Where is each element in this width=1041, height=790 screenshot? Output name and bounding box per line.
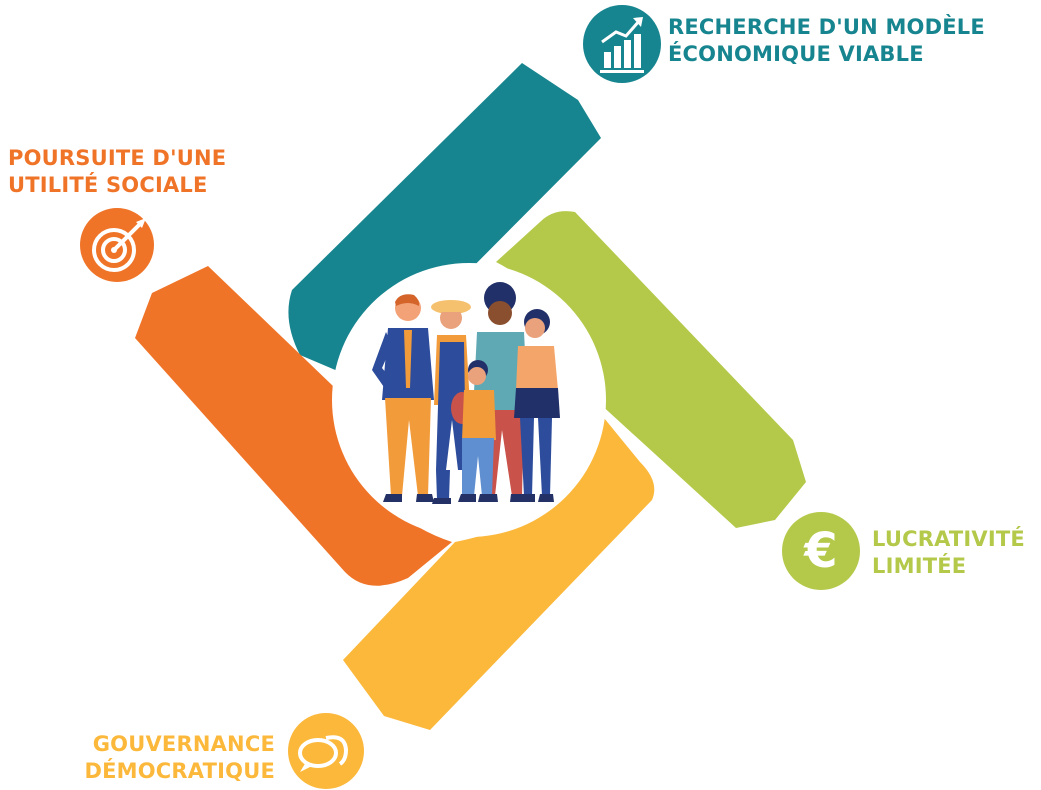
person-man-left xyxy=(372,294,434,502)
label-line: POURSUITE D'UNE xyxy=(8,146,227,170)
label-limited-profit: LUCRATIVITÉ LIMITÉE xyxy=(872,526,1025,580)
person-child xyxy=(451,360,496,502)
label-democratic-governance: GOUVERNANCE DÉMOCRATIQUE xyxy=(65,731,275,785)
arm-orange xyxy=(135,266,452,586)
bar-chart-growth-icon xyxy=(583,5,661,83)
label-line: ÉCONOMIQUE VIABLE xyxy=(668,42,924,66)
arm-green xyxy=(496,211,806,528)
label-social-utility: POURSUITE D'UNE UTILITÉ SOCIALE xyxy=(8,145,226,199)
label-economic-model: RECHERCHE D'UN MODÈLE ÉCONOMIQUE VIABLE xyxy=(668,14,985,68)
label-line: LIMITÉE xyxy=(872,554,967,578)
person-woman-right xyxy=(514,309,560,502)
euro-icon: € xyxy=(782,512,860,590)
svg-text:€: € xyxy=(803,523,837,579)
speech-bubbles-icon xyxy=(288,713,364,789)
group-of-people-illustration xyxy=(372,282,560,504)
arm-teal xyxy=(288,63,601,372)
label-line: RECHERCHE D'UN MODÈLE xyxy=(668,15,985,39)
label-line: GOUVERNANCE xyxy=(92,732,275,756)
label-line: DÉMOCRATIQUE xyxy=(84,759,275,783)
target-arrow-icon xyxy=(80,208,154,282)
label-line: UTILITÉ SOCIALE xyxy=(8,173,208,197)
person-woman-hat xyxy=(431,300,471,504)
arm-yellow xyxy=(343,418,655,730)
label-line: LUCRATIVITÉ xyxy=(872,527,1025,551)
